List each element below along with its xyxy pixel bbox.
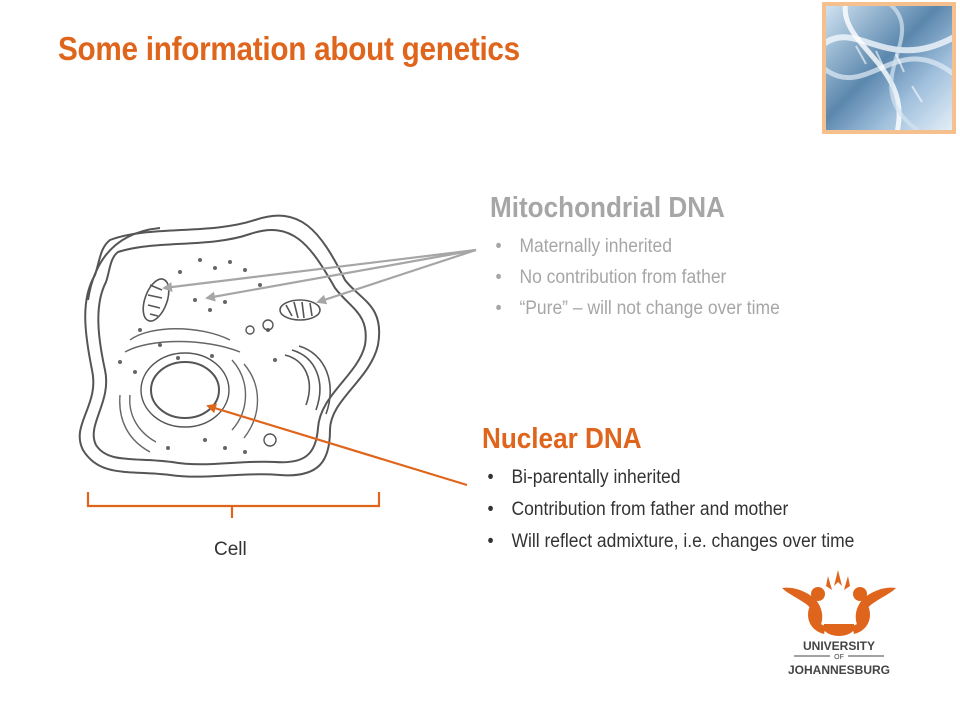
dna-helix-image	[822, 2, 956, 134]
mitochondria-pointer-arrows	[162, 248, 477, 305]
list-item: Bi-parentally inherited	[482, 462, 854, 494]
university-of-johannesburg-logo: UNIVERSITY OF JOHANNESBURG	[782, 570, 896, 677]
endoplasmic-reticulum	[119, 328, 259, 453]
nuclear-dna-heading: Nuclear DNA	[482, 423, 642, 455]
logo-line-johannesburg: JOHANNESBURG	[788, 663, 890, 677]
mitochondrial-dna-heading: Mitochondrial DNA	[490, 192, 725, 224]
vesicles	[245, 319, 277, 447]
cell-label: Cell	[214, 539, 247, 560]
nucleus	[140, 352, 230, 428]
mitochondrion-right	[279, 299, 321, 321]
list-item: “Pure” – will not change over time	[490, 293, 780, 324]
list-item: No contribution from father	[490, 262, 780, 293]
cytoskeleton-strand	[87, 227, 161, 301]
logo-line-university: UNIVERSITY	[803, 639, 875, 653]
slide-title: Some information about genetics	[58, 30, 520, 67]
list-item: Contribution from father and mother	[482, 494, 854, 526]
mitochondrial-dna-section: Mitochondrial DNA Maternally inherited N…	[490, 192, 805, 324]
list-item: Maternally inherited	[490, 231, 780, 262]
mitochondrial-dna-list: Maternally inherited No contribution fro…	[490, 231, 805, 324]
nucleus-pointer-arrow	[206, 403, 468, 487]
golgi-apparatus	[284, 345, 331, 415]
nuclear-dna-section: Nuclear DNA Bi-parentally inherited Cont…	[482, 423, 887, 558]
logo-emblem-icon	[782, 570, 896, 636]
cell-outline	[78, 214, 381, 478]
mitochondrion-left	[142, 278, 170, 322]
ribosomes	[118, 258, 277, 454]
logo-line-of: OF	[834, 654, 844, 661]
cell-bracket	[86, 492, 381, 518]
nuclear-dna-list: Bi-parentally inherited Contribution fro…	[482, 462, 887, 558]
list-item: Will reflect admixture, i.e. changes ove…	[482, 526, 855, 558]
